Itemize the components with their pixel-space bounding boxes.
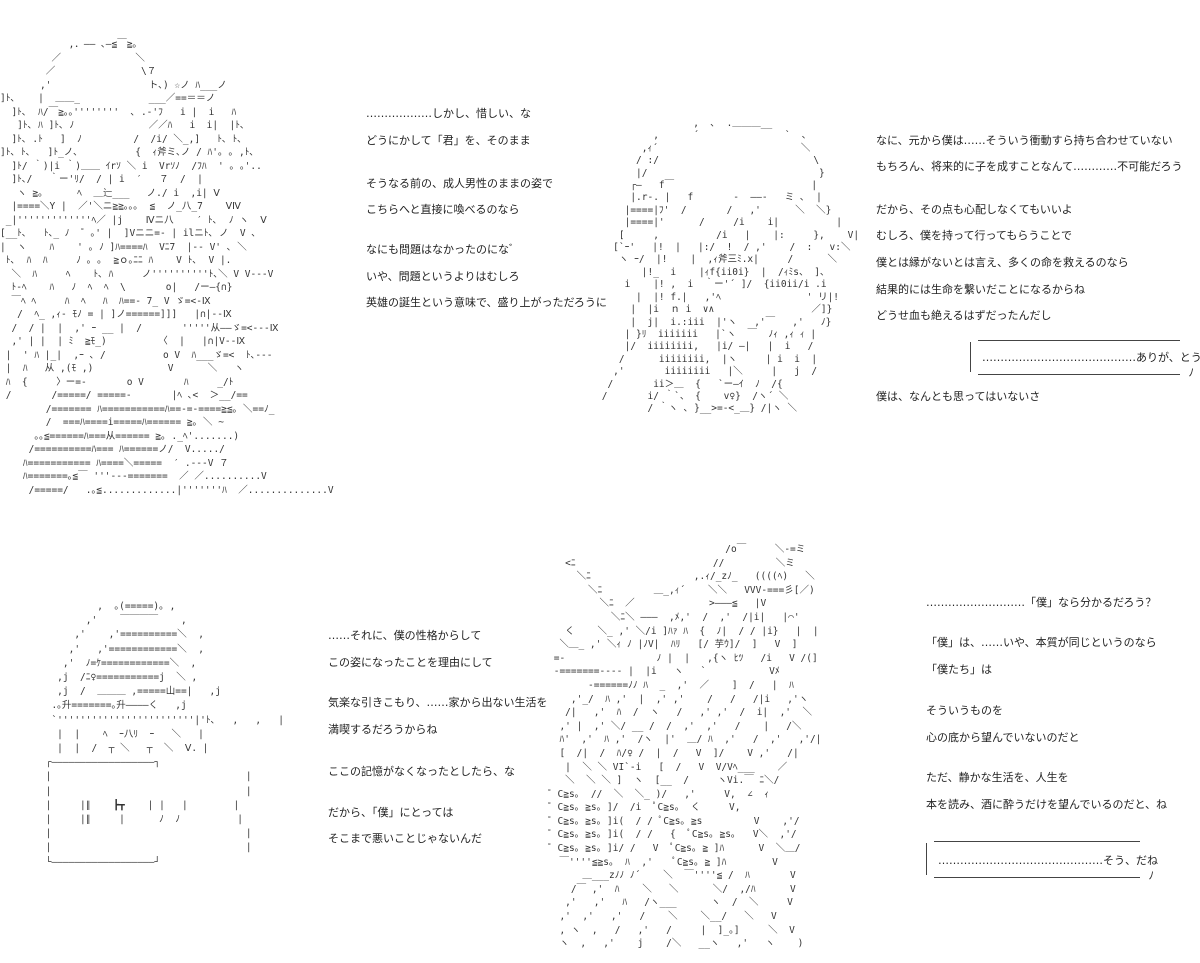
- dialogue-line: この姿になったことを理由にして: [328, 656, 493, 669]
- dialogue-line: もちろん、将来的に子を成すことなんて…………不可能だろう: [876, 160, 1183, 173]
- dialogue-line: ………………………「僕」なら分かるだろう？: [926, 596, 1157, 609]
- bubble-tail: ﾉ: [1188, 366, 1195, 379]
- dialogue-line: ただ、静かな生活を、人生を: [926, 771, 1069, 784]
- dialogue-line: どうにかして「君」を、そのまま: [366, 134, 531, 147]
- dialogue-line: だから、その点も心配しなくてもいいよ: [876, 203, 1073, 216]
- dialogue-line: 結果的には生命を繋いだことになるからね: [876, 283, 1085, 296]
- dialogue-line: そういうものを: [926, 704, 1003, 717]
- dialogue-line: なに、元から僕は……そういう衝動すら持ち合わせていない: [876, 134, 1173, 147]
- bubble-tail: ﾉ: [1148, 869, 1155, 882]
- dialogue-line: いや、問題というよりはむしろ: [366, 270, 520, 283]
- dialogue-line: 「僕」は、……いや、本質が同じというのなら: [926, 636, 1157, 649]
- speech-bubble-text: ……………………………………ありが、とう: [982, 351, 1200, 364]
- ascii-art-panel-3: , ｡(=====)｡ , ,' ￣￣￣￣ , ,' ,'==========＼…: [45, 601, 284, 868]
- dialogue-line: 満喫するだろうからね: [328, 723, 438, 736]
- dialogue-line: 「僕たち」は: [926, 663, 992, 676]
- ascii-art-panel-4: /o￣ ＼-=ミ <ﾆ // ＼ミ ＼ﾆ ,.ｨ/_zﾉ_ ((((ﾍ) ＼ ＼…: [548, 544, 822, 950]
- dialogue-line: ……それに、僕の性格からして: [328, 629, 482, 642]
- dialogue-line: そうなる前の、成人男性のままの姿で: [366, 177, 553, 190]
- dialogue-line: 本を読み、酒に酔うだけを望んでいるのだと、ね: [926, 798, 1168, 811]
- speech-bubble-panel-2: ……………………………………ありが、とう ﾉ: [970, 340, 1200, 379]
- dialogue-line: こちらへと直接に喚べるのなら: [366, 203, 520, 216]
- ascii-art-panel-2: , ､ .＿＿＿__ , ´ ` ､ ,ｨ´ ＼ / :/ \ |/ } ┌― …: [601, 118, 860, 415]
- speech-bubble-panel-4: ………………………………………そう、だね ﾉ: [926, 841, 1158, 882]
- dialogue-line: 英雄の誕生という意味で、盛り上がっただろうに: [366, 296, 607, 309]
- dialogue-line: どうせ血も絶えるはずだったんだし: [876, 309, 1052, 322]
- dialogue-line: 気楽な引きこもり、……家から出ない生活を: [328, 696, 548, 709]
- dialogue-line: 僕は、なんとも思ってはいないさ: [876, 390, 1041, 403]
- dialogue-line: そこまで悪いことじゃないんだ: [328, 832, 482, 845]
- dialogue-line: ………………しかし、惜しい、な: [366, 107, 531, 120]
- dialogue-line: 心の底から望んでいないのだと: [926, 731, 1080, 744]
- ascii-art-panel-1: ,．―― ､―≦￣≧｡ ／ ＼ ／ \７ ,' ト､) ☆ノ ﾊ___ノ ]ﾄ､…: [0, 39, 334, 496]
- dialogue-line: 僕とは縁がないとは言え、多くの命を救えるのなら: [876, 256, 1129, 269]
- dialogue-line: むしろ、僕を持って行ってもらうことで: [876, 229, 1073, 242]
- dialogue-line: なにも問題はなかったのになﾞ: [366, 243, 515, 256]
- dialogue-line: だから、「僕」にとっては: [328, 806, 454, 819]
- dialogue-line: ここの記憶がなくなったとしたら、な: [328, 765, 515, 778]
- speech-bubble-text: ………………………………………そう、だね: [938, 854, 1158, 867]
